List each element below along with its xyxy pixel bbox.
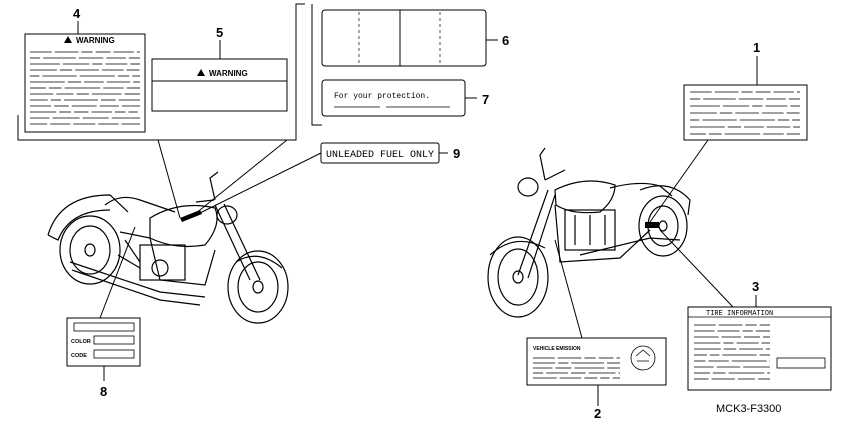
left-bike-label-marker	[180, 210, 202, 222]
label-1-panel	[683, 84, 808, 141]
label-9-fuel-panel: UNLEADED FUEL ONLY	[320, 142, 440, 164]
leader-line-3	[659, 229, 734, 308]
callout-8: 8	[100, 384, 107, 399]
leader-line-8	[99, 226, 136, 319]
right-group-bracket	[311, 4, 322, 126]
label-7-text: For your protection.	[334, 92, 430, 101]
label-6-panel	[321, 9, 487, 67]
callout-1: 1	[753, 40, 760, 55]
left-group-bracket	[17, 3, 305, 141]
figure-code: MCK3-F3300	[716, 403, 781, 415]
warning-triangle-icon	[64, 36, 72, 43]
leader-line-left-group-2	[194, 139, 288, 215]
label-2-title: VEHICLE EMISSION	[533, 346, 581, 352]
label-8-color-code-panel: COLOR CODE	[66, 317, 141, 367]
label-9-text: UNLEADED FUEL ONLY	[326, 150, 434, 161]
callout-3: 3	[752, 279, 759, 294]
left-motorcycle-illustration	[47, 171, 289, 324]
leader-line-9	[199, 152, 322, 214]
label-8-code-text: CODE	[71, 353, 87, 359]
label-4-warning-text: WARNING	[76, 36, 115, 45]
callout-2: 2	[594, 406, 601, 421]
callout-5: 5	[216, 25, 223, 40]
label-7-protection-panel: For your protection.	[321, 79, 466, 117]
label-3-tire-information-panel: TIRE INFORMATION	[687, 306, 832, 391]
leader-line-left-group	[157, 139, 181, 219]
label-2-emission-panel: VEHICLE EMISSION	[526, 337, 667, 386]
honda-wing-icon	[630, 345, 656, 371]
label-3-title: TIRE INFORMATION	[706, 310, 773, 318]
label-5-warning-panel: WARNING	[151, 58, 288, 112]
right-motorcycle-illustration	[487, 147, 691, 318]
label-5-warning-text: WARNING	[209, 69, 248, 78]
label-4-warning-panel: WARNING	[24, 33, 146, 133]
side-label-marker	[645, 222, 659, 228]
callout-9: 9	[453, 146, 460, 161]
warning-triangle-icon	[197, 69, 205, 76]
label-8-color-text: COLOR	[71, 339, 91, 345]
callout-6: 6	[502, 33, 509, 48]
callout-4: 4	[73, 6, 81, 21]
leader-line-2	[554, 239, 583, 339]
leader-line-1	[649, 139, 709, 223]
callout-7: 7	[482, 92, 489, 107]
